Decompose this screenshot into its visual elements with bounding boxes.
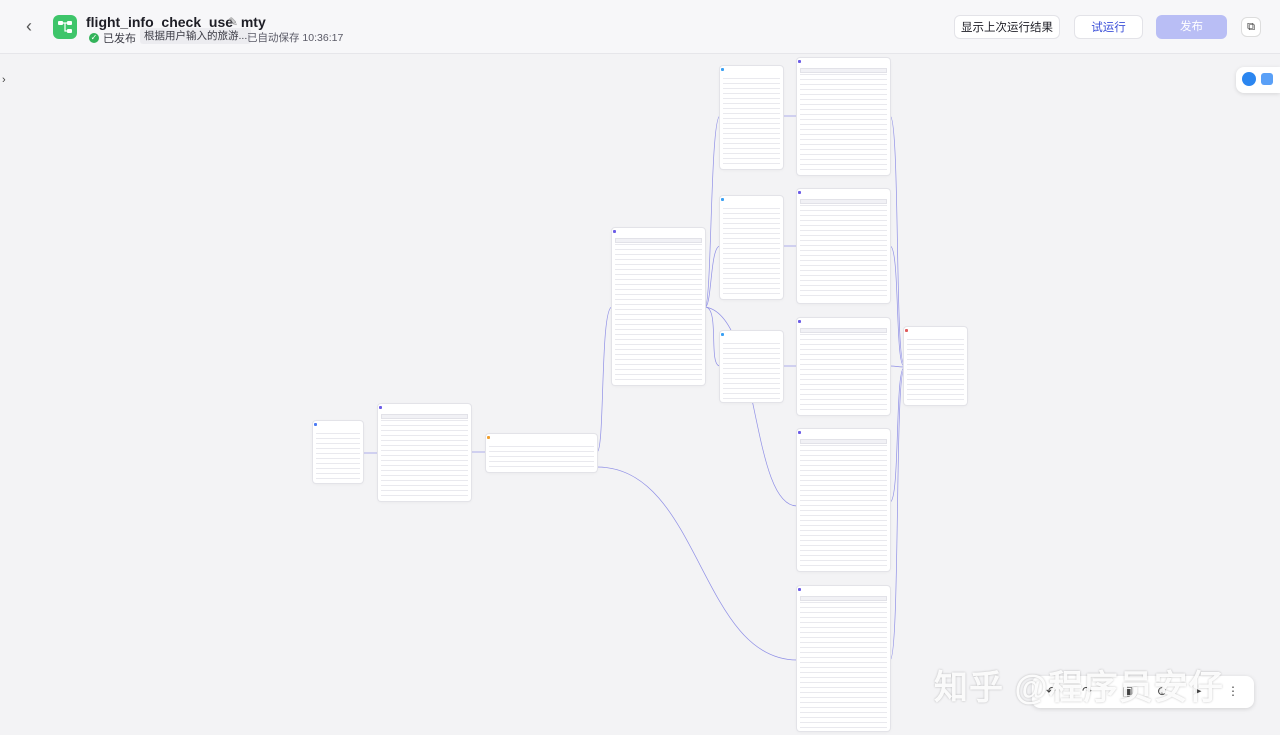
top-bar: ‹ flight_info_check_use_mty ✎ ✓ 已发布 根据用户… bbox=[0, 0, 1280, 54]
edge bbox=[704, 306, 798, 507]
llm-icon bbox=[613, 230, 616, 233]
translate-icon[interactable] bbox=[1261, 73, 1273, 85]
llm-icon bbox=[798, 60, 801, 63]
plugin-icon bbox=[721, 333, 724, 336]
edge bbox=[889, 245, 905, 367]
workflow-node-llm[interactable] bbox=[612, 228, 705, 385]
edge bbox=[596, 306, 613, 453]
redo-icon[interactable]: ↷ bbox=[1082, 684, 1093, 698]
app-name: flight_info_check_use_mty bbox=[86, 14, 266, 30]
node-body bbox=[723, 208, 780, 296]
workflow-node-llm[interactable] bbox=[797, 58, 890, 175]
node-body bbox=[800, 445, 887, 568]
app-description: 根据用户输入的旅游... bbox=[140, 28, 252, 44]
edge bbox=[704, 245, 721, 308]
condition-icon bbox=[487, 436, 490, 439]
pointer-icon[interactable]: ➤ bbox=[1192, 684, 1203, 698]
copy-icon[interactable]: ⧉ bbox=[1241, 17, 1261, 37]
node-body bbox=[381, 420, 468, 498]
node-body bbox=[800, 74, 887, 172]
workflow-node-plugin[interactable] bbox=[720, 331, 783, 402]
workflow-node-condition[interactable] bbox=[486, 434, 597, 472]
node-title bbox=[313, 421, 363, 423]
workflow-node-llm[interactable] bbox=[797, 189, 890, 303]
canvas-toolbar: ↶ ↷ ▣ ⊕ ➤ ⋮ bbox=[1032, 676, 1254, 708]
workflow-canvas[interactable] bbox=[0, 54, 1280, 735]
workflow-node-llm[interactable] bbox=[797, 318, 890, 415]
llm-icon bbox=[798, 588, 801, 591]
edges-layer bbox=[362, 115, 905, 661]
node-field bbox=[800, 199, 887, 204]
edge bbox=[704, 306, 721, 367]
back-icon[interactable]: ‹ bbox=[26, 16, 32, 36]
plugin-icon bbox=[721, 198, 724, 201]
workflow-node-start[interactable] bbox=[313, 421, 363, 483]
sidebar-expand-icon[interactable]: › bbox=[2, 74, 6, 86]
app-logo-icon bbox=[53, 15, 77, 39]
floating-toolbar[interactable] bbox=[1236, 67, 1280, 93]
fit-view-icon[interactable]: ▣ bbox=[1122, 684, 1134, 698]
node-body bbox=[723, 343, 780, 399]
edge bbox=[704, 115, 721, 308]
show-last-run-button[interactable]: 显示上次运行结果 bbox=[954, 15, 1060, 39]
start-icon bbox=[314, 423, 317, 426]
workflow-node-llm[interactable] bbox=[797, 586, 890, 731]
llm-icon bbox=[798, 320, 801, 323]
node-body bbox=[723, 78, 780, 166]
assistant-icon[interactable] bbox=[1242, 72, 1256, 86]
node-body bbox=[800, 205, 887, 300]
node-field bbox=[615, 238, 702, 243]
node-body bbox=[800, 334, 887, 412]
node-body bbox=[800, 602, 887, 728]
node-body bbox=[316, 433, 360, 480]
node-body bbox=[615, 244, 702, 382]
workflow-node-llm[interactable] bbox=[378, 404, 471, 501]
workflow-node-llm[interactable] bbox=[797, 429, 890, 571]
node-field bbox=[381, 414, 468, 419]
zoom-icon[interactable]: ⊕ bbox=[1157, 684, 1168, 698]
edge bbox=[889, 369, 905, 661]
llm-icon bbox=[798, 431, 801, 434]
node-field bbox=[800, 68, 887, 73]
llm-icon bbox=[379, 406, 382, 409]
node-field bbox=[800, 328, 887, 333]
check-circle-icon: ✓ bbox=[89, 33, 99, 43]
workflow-node-plugin[interactable] bbox=[720, 66, 783, 169]
node-field bbox=[800, 439, 887, 444]
llm-icon bbox=[798, 191, 801, 194]
end-icon bbox=[905, 329, 908, 332]
publish-button[interactable]: 发布 bbox=[1156, 15, 1227, 39]
edit-name-icon[interactable]: ✎ bbox=[228, 15, 239, 29]
test-run-button[interactable]: 试运行 bbox=[1074, 15, 1143, 39]
plugin-icon bbox=[721, 68, 724, 71]
edge bbox=[596, 466, 798, 661]
node-body bbox=[489, 446, 594, 469]
watermark: 知乎 @程序员安仔 bbox=[934, 669, 1224, 707]
publish-status: ✓ 已发布 bbox=[89, 30, 136, 46]
workflow-node-end[interactable] bbox=[904, 327, 967, 405]
edge bbox=[889, 115, 905, 365]
autosave-status: 已自动保存 10:36:17 bbox=[247, 32, 344, 44]
node-body bbox=[907, 339, 964, 402]
publish-status-label: 已发布 bbox=[103, 33, 136, 45]
workflow-node-plugin[interactable] bbox=[720, 196, 783, 299]
undo-icon[interactable]: ↶ bbox=[1046, 684, 1057, 698]
edge bbox=[889, 365, 905, 368]
edge bbox=[889, 367, 905, 503]
node-field bbox=[800, 596, 887, 601]
more-icon[interactable]: ⋮ bbox=[1227, 684, 1239, 698]
